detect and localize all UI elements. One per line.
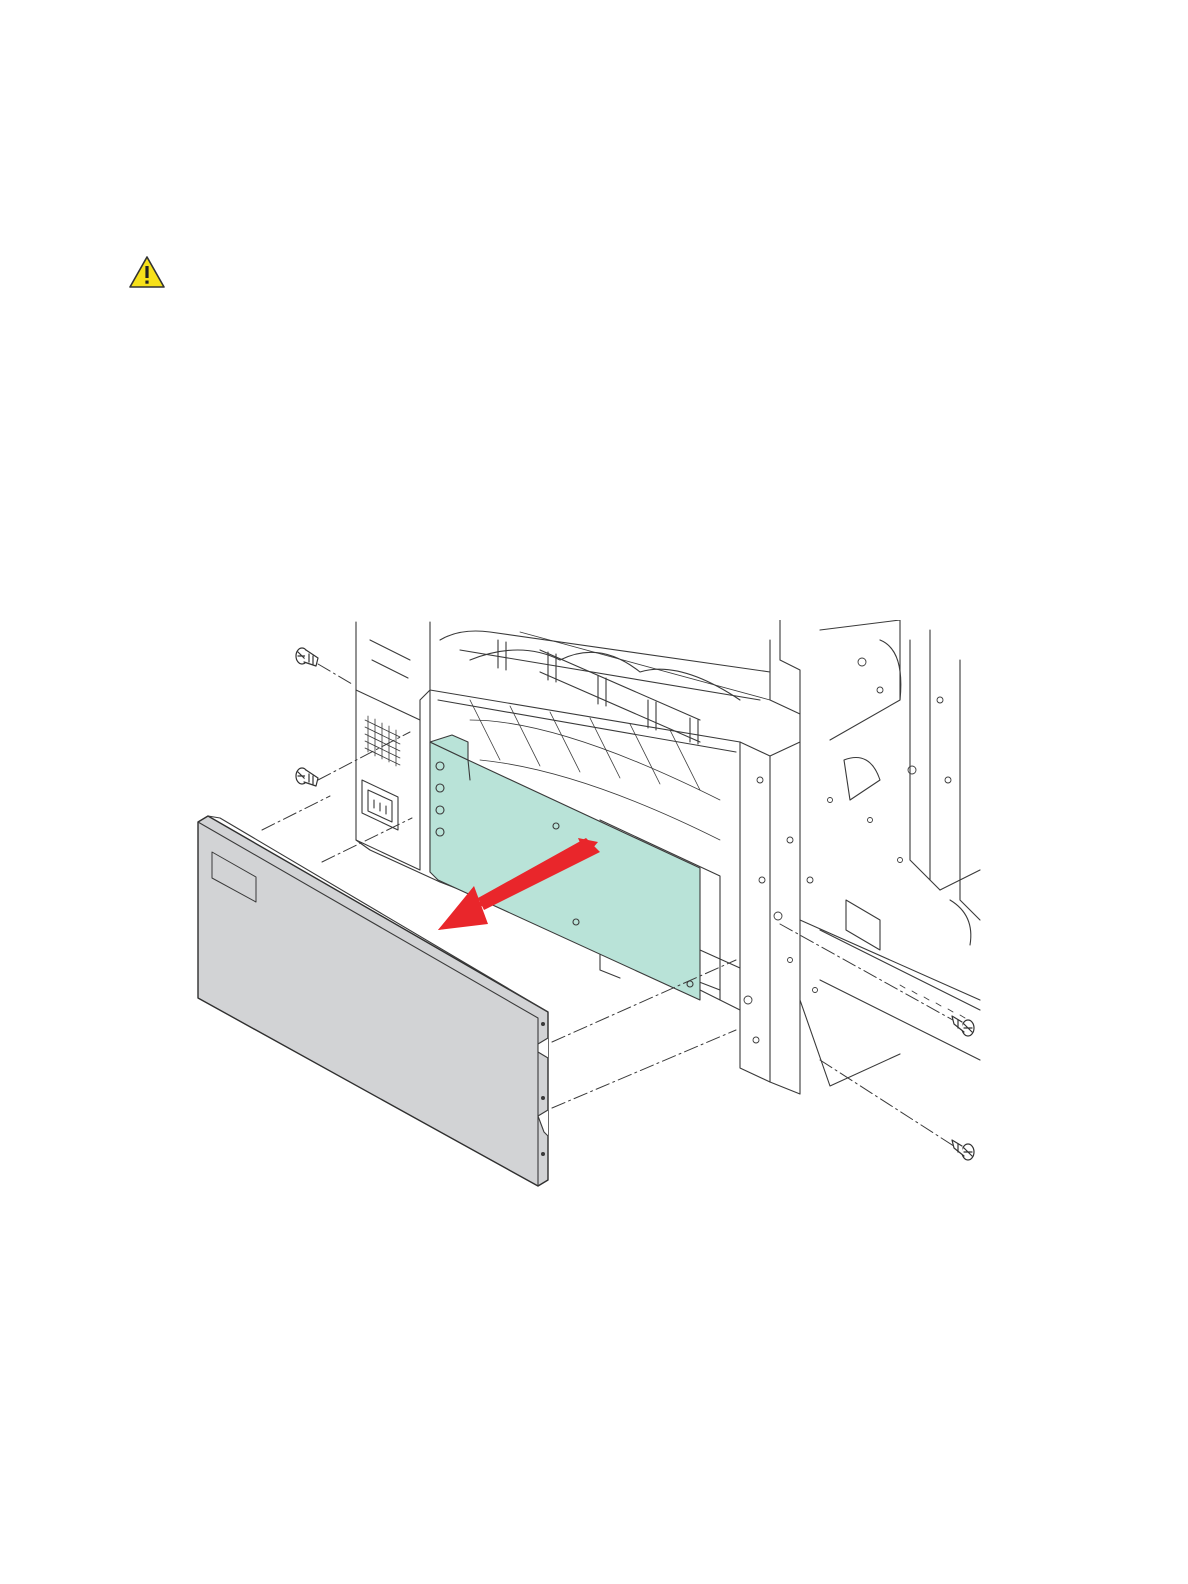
rail-perforation [900, 985, 965, 1018]
warning-triangle-icon [128, 255, 166, 289]
screw-icon [296, 768, 318, 786]
vent-grille [365, 716, 400, 766]
screw-icon [952, 1140, 974, 1160]
frame-holes [744, 658, 951, 1043]
screw-icon [952, 1016, 974, 1036]
rollers [498, 632, 770, 744]
power-inlet [362, 780, 398, 830]
rear-cover-removal-illustration [190, 620, 1000, 1200]
control-board [430, 735, 720, 1000]
screw-icon [296, 648, 318, 666]
